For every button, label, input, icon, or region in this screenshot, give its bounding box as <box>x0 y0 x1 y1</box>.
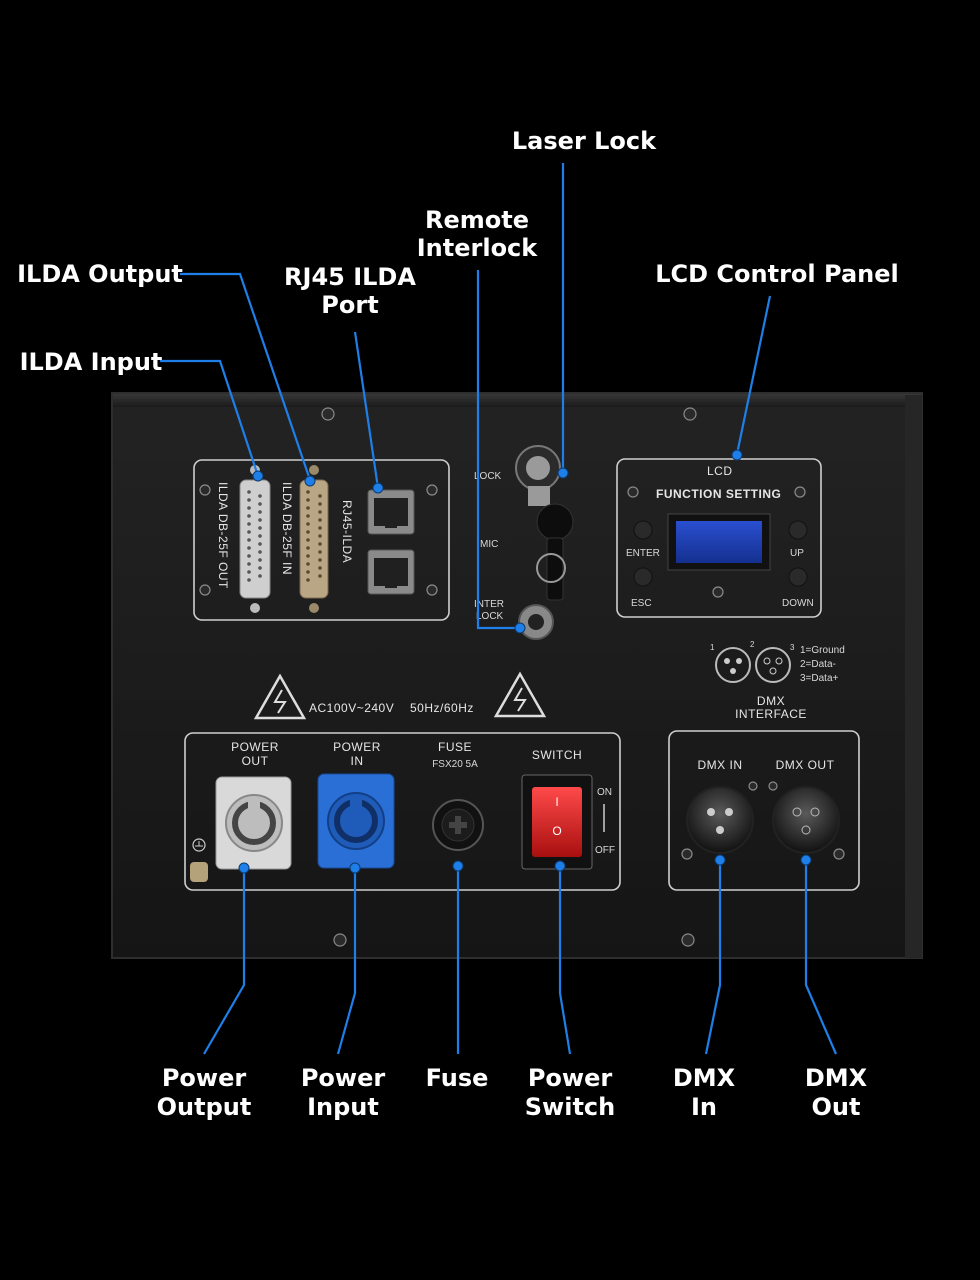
leader-lines <box>160 163 838 1055</box>
lock-section: LOCK MIC INTER LOCK <box>474 445 574 640</box>
leader-ilda-output <box>180 272 312 481</box>
callout-power-switch-line1: Power <box>528 1064 613 1092</box>
callout-dmx-out-line2: Out <box>812 1093 861 1121</box>
lock-label: LOCK <box>474 471 502 482</box>
key-lock[interactable] <box>515 445 574 601</box>
callout-rj45-ilda-port-line1: RJ45 ILDA <box>284 263 416 291</box>
power-module: POWER OUT POWER IN FUSE FSX20 5A SWITCH <box>184 732 621 891</box>
function-setting-label: FUNCTION SETTING <box>656 487 781 501</box>
pin-number-2: 2 <box>750 640 755 649</box>
esc-button[interactable] <box>633 567 653 587</box>
key-icon <box>536 503 574 541</box>
on-label: ON <box>597 787 612 798</box>
pin-1-label: 1=Ground <box>800 645 845 656</box>
power-input-connector[interactable] <box>317 773 395 869</box>
callout-remote-interlock-line1: Remote <box>425 206 529 234</box>
pin-number-3: 3 <box>790 643 795 652</box>
remote-interlock-jack[interactable] <box>518 604 554 640</box>
callout-dmx-in-line2: In <box>691 1093 717 1121</box>
callout-ilda-input: ILDA Input <box>20 348 163 376</box>
high-voltage-warning-icon <box>493 671 547 718</box>
dmx-interface-line1: DMX <box>757 694 785 708</box>
rj45-ilda-port[interactable] <box>367 489 415 595</box>
leader-power-switch <box>558 866 572 1055</box>
callout-ilda-output: ILDA Output <box>17 260 183 288</box>
ilda-out-label: ILDA DB-25F OUT <box>216 482 230 589</box>
panel-screws <box>321 407 697 947</box>
xlr-male-icon <box>715 647 751 683</box>
down-button[interactable] <box>788 567 808 587</box>
leader-remote-interlock <box>476 270 520 630</box>
switch-off-mark: O <box>552 824 561 838</box>
power-out-label-line2: OUT <box>242 754 269 768</box>
pin-number-1: 1 <box>710 643 715 652</box>
fuse-holder[interactable] <box>432 799 484 851</box>
pin-2-label: 2=Data- <box>800 659 836 670</box>
voltage-label: AC100V~240V <box>309 701 394 715</box>
dmx-interface-line2: INTERFACE <box>735 707 807 721</box>
callout-power-output-line2: Output <box>157 1093 252 1121</box>
power-out-label-line1: POWER <box>231 740 279 754</box>
power-in-label-line2: IN <box>351 754 364 768</box>
leader-ilda-input <box>160 359 260 477</box>
off-label: OFF <box>595 845 615 856</box>
callout-laser-lock: Laser Lock <box>512 127 657 155</box>
leader-power-input <box>336 868 357 1055</box>
dmx-out-label: DMX OUT <box>776 758 835 772</box>
lcd-module: LCD FUNCTION SETTING ENTER ESC UP DOWN <box>616 458 822 618</box>
leader-lcd-control-panel <box>735 295 772 455</box>
xlr-female-icon <box>755 647 791 683</box>
enter-button[interactable] <box>633 520 653 540</box>
esc-label: ESC <box>631 598 652 609</box>
enter-label: ENTER <box>626 548 660 559</box>
fuse-label-line2: FSX20 5A <box>432 759 478 770</box>
switch-label: SWITCH <box>532 748 582 762</box>
dmx-in-label: DMX IN <box>698 758 743 772</box>
callout-lcd-control-panel: LCD Control Panel <box>655 260 898 288</box>
lcd-label: LCD <box>707 464 733 478</box>
lcd-screen <box>667 513 771 571</box>
callout-remote-interlock-line2: Interlock <box>417 234 539 262</box>
callout-dmx-out-line1: DMX <box>805 1064 868 1092</box>
power-output-connector[interactable] <box>215 776 292 870</box>
leader-power-output <box>203 868 246 1055</box>
high-voltage-warning-icon <box>253 673 307 720</box>
leader-dmx-in <box>704 860 722 1055</box>
leader-rj45-ilda-port <box>353 331 380 489</box>
frequency-label: 50Hz/60Hz <box>410 701 474 715</box>
ilda-in-label: ILDA DB-25F IN <box>280 482 294 575</box>
callout-labels: Laser Lock Remote Interlock ILDA Output … <box>17 127 899 1121</box>
power-switch[interactable]: I O <box>521 774 593 870</box>
callout-fuse: Fuse <box>426 1064 489 1092</box>
dmx-module: DMX IN DMX OUT <box>668 730 860 891</box>
dmx-in-connector[interactable] <box>681 781 758 860</box>
down-label: DOWN <box>782 598 814 609</box>
up-button[interactable] <box>788 520 808 540</box>
dmx-pinout: 1 2 3 1=Ground 2=Data- 3=Data+ DMX INTER… <box>710 640 845 721</box>
fuse-label-line1: FUSE <box>438 740 472 754</box>
callout-power-switch-line2: Switch <box>525 1093 615 1121</box>
switch-on-mark: I <box>555 795 558 809</box>
rj45-label: RJ45-ILDA <box>340 500 354 563</box>
power-in-label-line1: POWER <box>333 740 381 754</box>
interlock-label-line1: INTER <box>474 599 504 610</box>
interlock-label-line2: LOCK <box>476 611 504 622</box>
ilda-output-port[interactable] <box>239 465 271 613</box>
up-label: UP <box>790 548 804 559</box>
callout-rj45-ilda-port-line2: Port <box>321 291 378 319</box>
leader-dmx-out <box>804 860 838 1055</box>
dmx-out-connector[interactable] <box>768 781 845 860</box>
callout-dmx-in-line1: DMX <box>673 1064 736 1092</box>
mic-label: MIC <box>480 539 498 550</box>
ilda-input-port[interactable] <box>299 465 329 613</box>
ground-terminal <box>190 838 208 882</box>
pin-3-label: 3=Data+ <box>800 673 839 684</box>
callout-power-input-line1: Power <box>301 1064 386 1092</box>
callout-power-input-line2: Input <box>307 1093 379 1121</box>
warning-strip: AC100V~240V 50Hz/60Hz <box>253 671 547 720</box>
callout-power-output-line1: Power <box>162 1064 247 1092</box>
